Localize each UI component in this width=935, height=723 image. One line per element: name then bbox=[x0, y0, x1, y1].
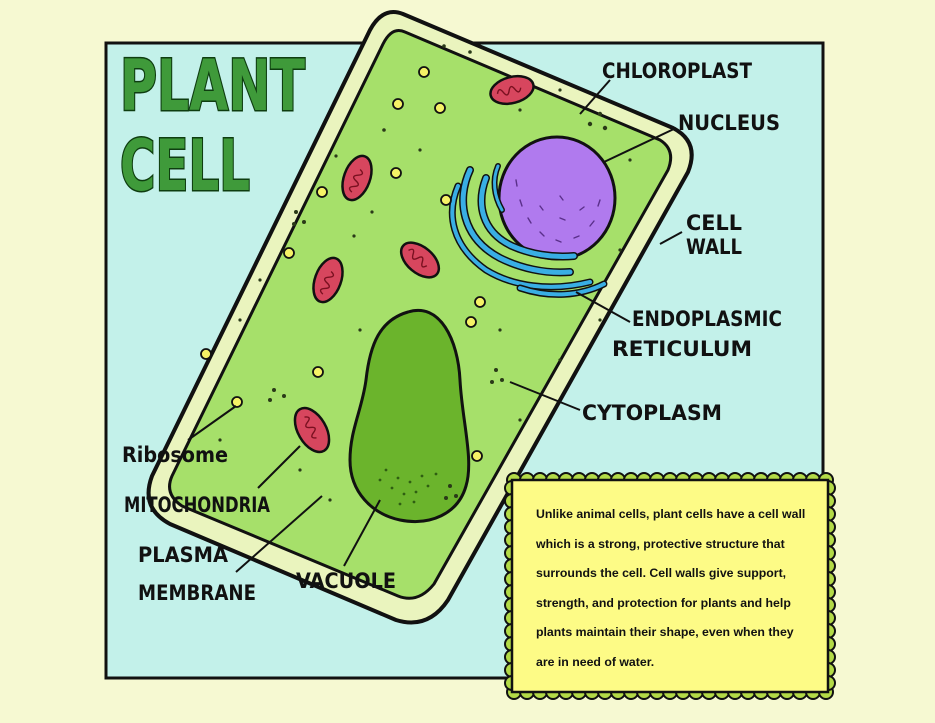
leader-lines bbox=[187, 79, 683, 573]
title-line-2: CELL bbox=[120, 125, 250, 207]
mitochondria bbox=[293, 74, 535, 454]
label-cytoplasm: CYTOPLASM bbox=[582, 401, 722, 425]
leader-plasma-membrane bbox=[235, 495, 323, 573]
title-line-1: PLANT bbox=[120, 45, 305, 127]
leader-vacuole bbox=[343, 499, 381, 567]
mitochondrion-2 bbox=[341, 154, 373, 202]
leader-cytoplasm bbox=[509, 381, 581, 411]
info-box-frame bbox=[504, 472, 836, 700]
leader-er bbox=[575, 291, 631, 323]
leader-ribosome bbox=[187, 405, 237, 441]
label-plasma-membrane-line-2: MEMBRANE bbox=[138, 581, 256, 605]
leader-chloroplast bbox=[579, 79, 611, 115]
leader-nucleus bbox=[603, 127, 677, 163]
label-cell-wall-line-2: WALL bbox=[686, 235, 742, 259]
cytoplasm-granules bbox=[218, 44, 632, 502]
label-mitochondria: MITOCHONDRIA bbox=[124, 493, 271, 517]
endoplasmic-reticulum bbox=[448, 163, 608, 298]
label-er-line-2: RETICULUM bbox=[612, 337, 752, 361]
vacuole-stipple bbox=[378, 468, 438, 506]
label-cell-wall-line-1: CELL bbox=[686, 211, 742, 235]
label-chloroplast: CHLOROPLAST bbox=[602, 59, 753, 83]
leader-mitochondria bbox=[257, 445, 301, 489]
info-box-text: Unlike animal cells, plant cells have a … bbox=[536, 507, 806, 669]
mitochondrion-3 bbox=[399, 241, 441, 279]
info-box-background bbox=[510, 478, 830, 694]
info-box: Unlike animal cells, plant cells have a … bbox=[518, 484, 822, 689]
leader-cell-wall bbox=[659, 231, 683, 245]
nucleus-texture bbox=[515, 179, 601, 243]
mitochondrion-1 bbox=[489, 74, 535, 106]
label-vacuole: VACUOLE bbox=[296, 569, 396, 593]
ribosomes bbox=[200, 66, 486, 462]
label-er-line-1: ENDOPLASMIC bbox=[632, 307, 782, 331]
label-plasma-membrane-line-1: PLASMA bbox=[138, 543, 229, 567]
vacuole bbox=[348, 308, 471, 523]
label-nucleus: NUCLEUS bbox=[678, 111, 780, 135]
mitochondrion-5 bbox=[293, 406, 331, 454]
mitochondrion-4 bbox=[312, 256, 344, 304]
label-ribosome: Ribosome bbox=[122, 443, 228, 467]
